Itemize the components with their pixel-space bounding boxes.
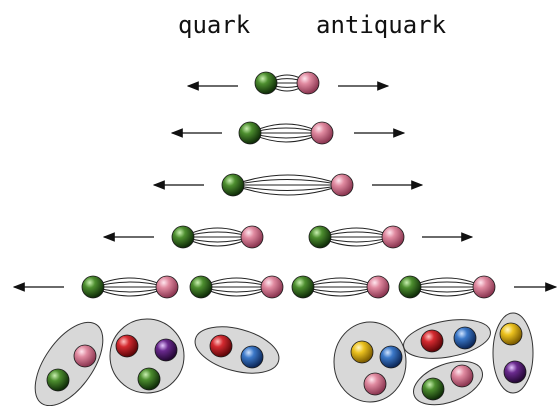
quark-label: quark: [178, 11, 251, 39]
quark-ball: [291, 275, 315, 299]
quark-ball: [308, 225, 332, 249]
flux-line: [232, 179, 343, 186]
meson-group: [492, 312, 534, 394]
quark-ball: [398, 275, 422, 299]
antiquark-ball: [296, 71, 320, 95]
antiquark-label: antiquark: [316, 11, 447, 39]
hadron-bag: [333, 321, 407, 403]
flux-line: [232, 184, 343, 196]
antiquark-ball: [240, 225, 264, 249]
hadron-quark-ball: [379, 345, 403, 369]
hadron-bag: [403, 319, 491, 359]
hadron-quark-ball: [363, 372, 387, 396]
hadron-quark-ball: [450, 364, 474, 388]
quark-ball: [171, 225, 195, 249]
hadron-bag: [34, 321, 104, 406]
antiquark-ball: [330, 173, 354, 197]
quark-ball: [221, 173, 245, 197]
hadron-quark-ball: [115, 334, 139, 358]
hadron-quark-ball: [154, 338, 178, 362]
hadron-bag: [413, 360, 483, 406]
baryon-group: [109, 318, 185, 394]
hadron-quark-ball: [420, 329, 444, 353]
antiquark-ball: [310, 121, 334, 145]
meson-group: [403, 319, 491, 359]
hadron-quark-ball: [209, 334, 233, 358]
quark-pairs: [81, 71, 496, 299]
flux-line: [232, 174, 343, 186]
hadron-quark-ball: [137, 367, 161, 391]
hadron-quark-ball: [73, 344, 97, 368]
antiquark-ball: [155, 275, 179, 299]
meson-group: [194, 326, 280, 374]
hadron-bag: [194, 326, 280, 374]
hadron-quark-ball: [453, 326, 477, 350]
meson-group: [34, 321, 104, 406]
quark-ball: [254, 71, 278, 95]
hadron-quark-ball: [46, 368, 70, 392]
antiquark-ball: [260, 275, 284, 299]
hadron-groups: [34, 312, 534, 406]
flux-line: [232, 184, 343, 191]
hadron-quark-ball: [421, 377, 445, 401]
quark-ball: [238, 121, 262, 145]
quark-ball: [81, 275, 105, 299]
hadron-quark-ball: [350, 340, 374, 364]
baryon-group: [333, 321, 407, 403]
flux-tubes: [92, 74, 485, 297]
meson-group: [413, 360, 483, 406]
hadron-quark-ball: [240, 345, 264, 369]
hadron-quark-ball: [499, 322, 523, 346]
separation-arrows: [12, 81, 558, 292]
antiquark-ball: [366, 275, 390, 299]
hadron-quark-ball: [503, 360, 527, 384]
antiquark-ball: [472, 275, 496, 299]
antiquark-ball: [381, 225, 405, 249]
quark-ball: [189, 275, 213, 299]
